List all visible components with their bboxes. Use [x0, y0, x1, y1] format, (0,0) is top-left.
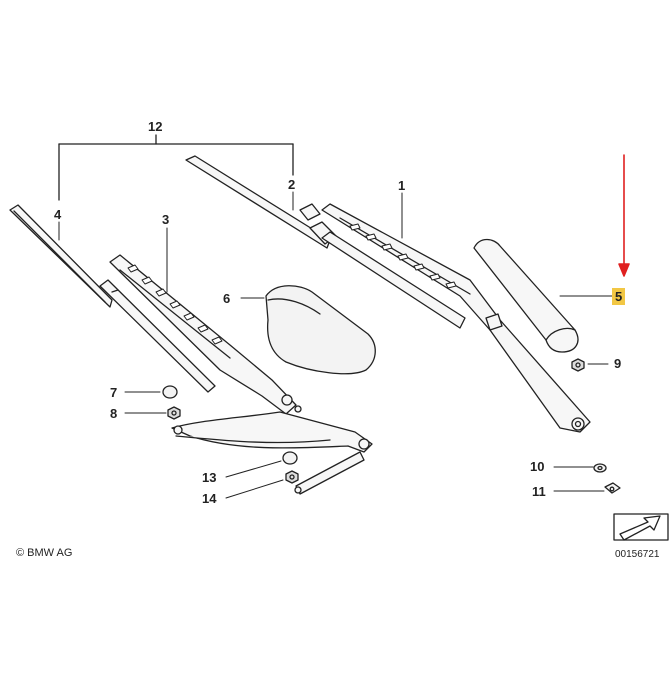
callout-11: 11 — [532, 484, 546, 499]
leader-lines — [58, 191, 613, 499]
wiper-arm-right-slots — [349, 223, 457, 289]
callout-5-highlighted: 5 — [612, 288, 626, 305]
callout-4: 4 — [54, 207, 62, 222]
callout-1: 1 — [398, 178, 406, 193]
part-10-washer — [593, 463, 607, 473]
callout-12-bracket — [58, 134, 294, 201]
arm-cover — [473, 238, 579, 353]
part-14-nut — [285, 470, 299, 484]
wiper-arm-left-slots — [127, 264, 223, 345]
callout-9: 9 — [614, 356, 622, 371]
wiper-blade-left — [9, 204, 216, 393]
view-direction-icon — [613, 513, 669, 541]
wiper-arm-left — [109, 254, 302, 415]
callout-13: 13 — [202, 470, 217, 485]
document-number: 00156721 — [615, 549, 660, 560]
callout-7: 7 — [110, 385, 118, 400]
wiper-blade-center — [185, 155, 466, 329]
callout-3: 3 — [162, 212, 170, 227]
red-arrow — [618, 154, 630, 277]
part-7-cap — [162, 385, 178, 399]
copyright-label: © BMW AG — [16, 547, 73, 559]
callout-12: 12 — [148, 119, 163, 134]
callout-14: 14 — [202, 491, 217, 506]
callout-6: 6 — [223, 291, 231, 306]
callout-2: 2 — [288, 177, 296, 192]
part-9-nut — [571, 358, 585, 372]
linkage-rod — [171, 411, 373, 495]
callout-10: 10 — [530, 459, 545, 474]
part-11-washer — [604, 482, 621, 494]
part-8-nut — [167, 406, 181, 420]
cover-cap — [265, 285, 376, 375]
part-13-cap — [282, 451, 298, 465]
callout-8: 8 — [110, 406, 118, 421]
